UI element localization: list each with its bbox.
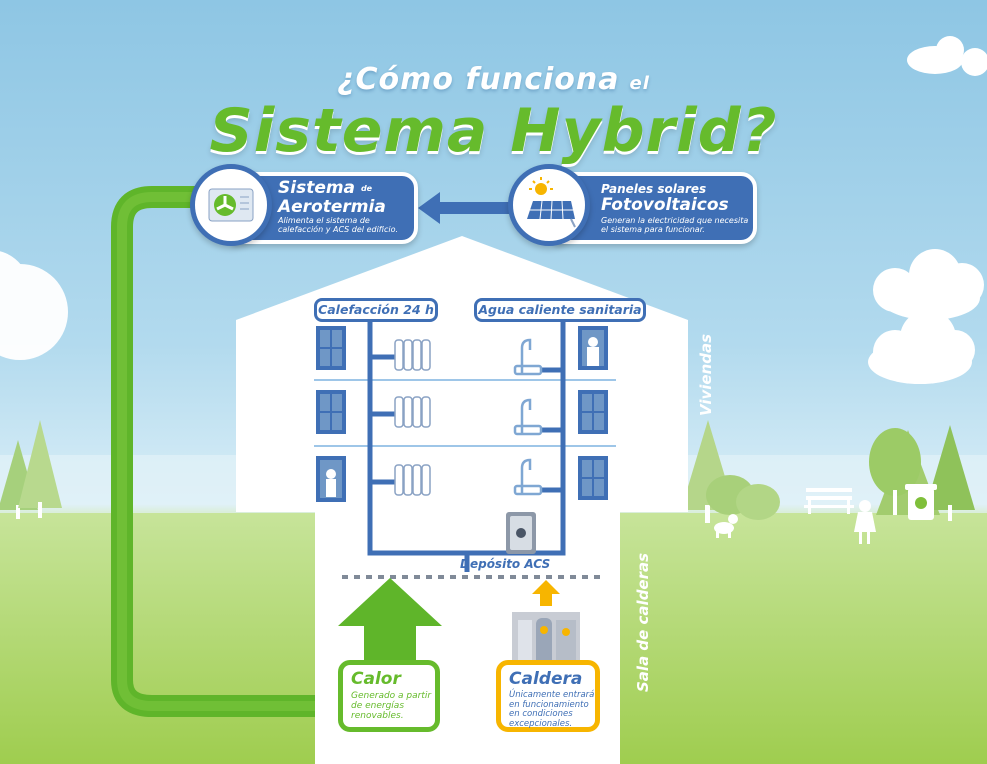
child-icon — [854, 500, 876, 544]
sun-icon — [529, 177, 553, 195]
tree-icon — [681, 420, 975, 523]
title-line2: Sistema Hybrid? — [209, 96, 778, 166]
calefaccion-label: Calefacción 24 h — [314, 298, 438, 322]
caldera-arrow — [532, 580, 560, 606]
fan-icon — [208, 188, 254, 222]
window-icon — [316, 326, 608, 502]
cloud-icon — [0, 251, 68, 360]
calor-arrow — [338, 578, 442, 660]
cloud-icon — [868, 36, 987, 384]
radiator-icon — [394, 339, 431, 496]
sala-calderas-label: Sala de calderas — [634, 552, 652, 692]
tree-icon — [0, 420, 62, 519]
viviendas-label: Viviendas — [697, 333, 715, 416]
calor-card: Calor Generado a partir de energías reno… — [338, 660, 440, 732]
faucet-icon — [513, 338, 543, 496]
solar-panel-icon — [527, 200, 576, 228]
deposito-label: Depósito ACS — [460, 557, 551, 571]
agua-label: Agua caliente sanitaria — [474, 298, 646, 322]
dog-icon — [714, 514, 738, 538]
tank-icon — [506, 512, 536, 554]
paneles-icon-circle — [508, 164, 590, 246]
aerotermia-icon-circle — [190, 164, 272, 246]
aerotermia-box: Sistema de Aerotermia Alimenta el sistem… — [232, 172, 418, 244]
flow-arrow — [418, 192, 510, 224]
recycle-bin-icon — [905, 484, 937, 520]
bench-icon — [804, 488, 854, 514]
caldera-card: Caldera Únicamente entrará en funcionami… — [496, 660, 600, 732]
